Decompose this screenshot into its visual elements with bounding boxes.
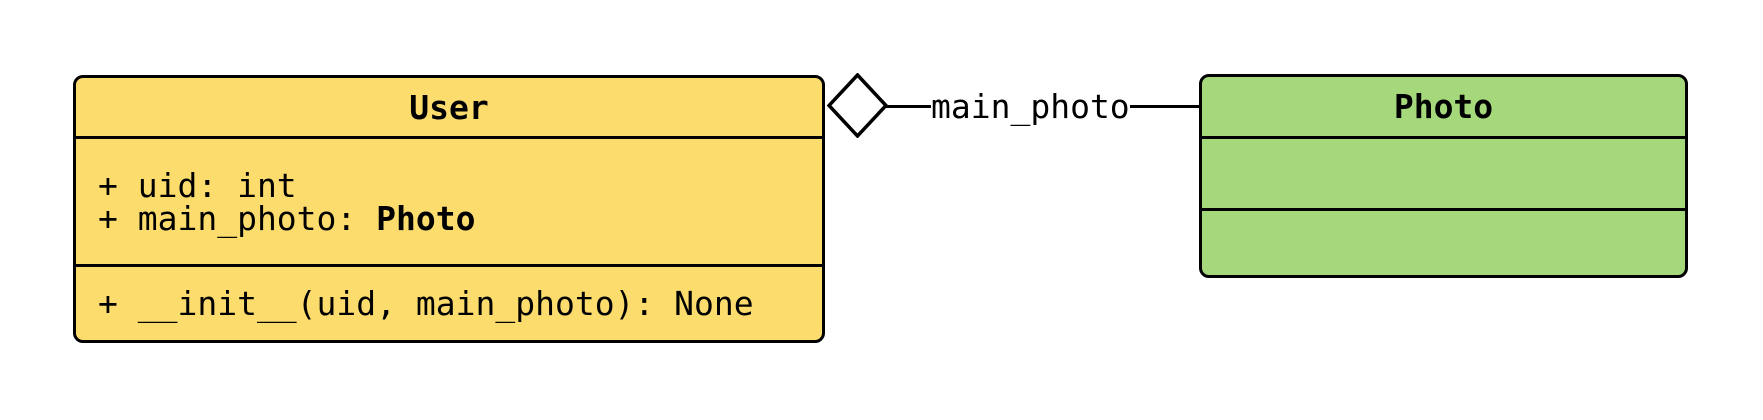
class-methods-compartment: + __init__(uid, main_photo): None	[76, 267, 822, 340]
method-line: + __init__(uid, main_photo): None	[98, 287, 822, 320]
attribute-text: + main_photo:	[98, 198, 377, 238]
class-attributes-compartment	[1202, 139, 1685, 211]
aggregation-diamond-icon	[827, 73, 888, 138]
attribute-line: + main_photo: Photo	[98, 202, 822, 235]
class-methods-compartment	[1202, 211, 1685, 275]
connector-main-photo: main_photo	[886, 90, 1199, 123]
attribute-line: + uid: int	[98, 169, 822, 202]
class-node-user[interactable]: User + uid: int + main_photo: Photo + __…	[73, 75, 825, 343]
attribute-type-text: Photo	[376, 198, 476, 238]
connector-line-segment	[886, 105, 931, 108]
connector-label[interactable]: main_photo	[931, 87, 1130, 126]
method-text: + __init__(uid, main_photo): None	[98, 284, 754, 323]
class-title-compartment: User	[76, 78, 822, 139]
class-attributes-compartment: + uid: int + main_photo: Photo	[76, 139, 822, 267]
class-name-photo: Photo	[1393, 87, 1494, 126]
class-title-compartment: Photo	[1202, 77, 1685, 139]
attribute-text: + uid: int	[98, 165, 297, 205]
connector-line-segment	[1129, 105, 1199, 108]
class-node-photo[interactable]: Photo	[1199, 74, 1688, 278]
class-name-user: User	[409, 87, 489, 127]
